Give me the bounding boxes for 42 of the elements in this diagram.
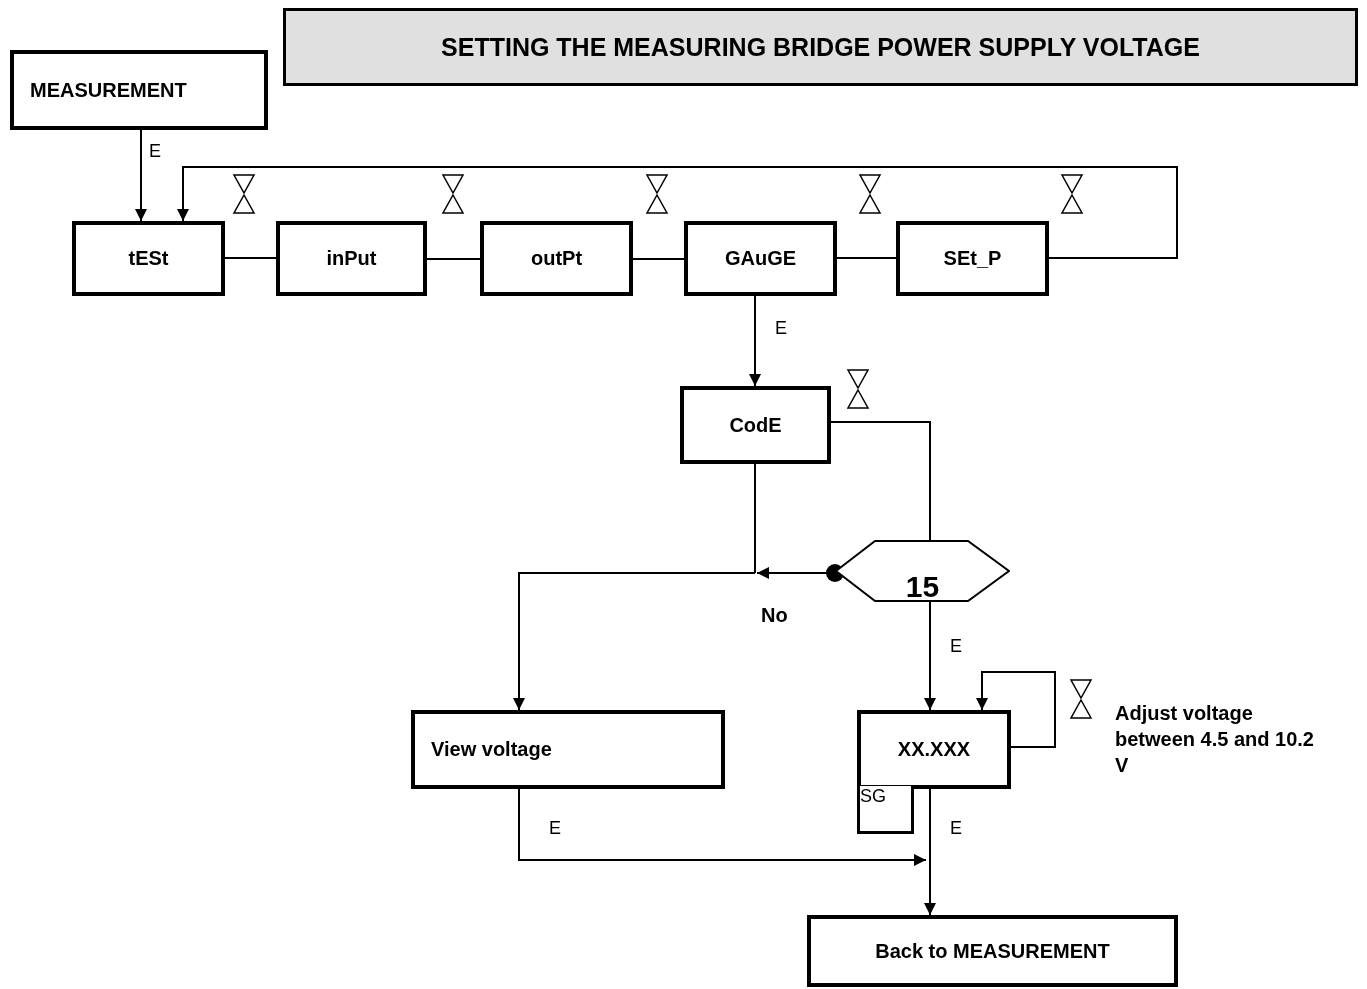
connector-line [224,257,277,259]
node-label: 15 [905,570,940,604]
arrow [924,601,936,711]
process-box [684,221,837,296]
title: SETTING THE MEASURING BRIDGE POWER SUPPLY VOLTAGE [441,32,1200,62]
arrow [756,564,844,582]
process-box [10,50,268,130]
decision-hexagon [835,540,1010,602]
node-label: GAuGE [724,247,797,270]
node-label: MEASUREMENT [30,78,187,102]
node-label: SG [860,786,886,807]
connector-line [836,257,897,259]
arrow [749,295,761,387]
connector-line [754,463,756,574]
process-box [680,386,831,464]
process-box [807,915,1178,987]
node-label: outPt [530,247,583,270]
connector-line [426,258,481,260]
arrow [135,129,147,222]
node-label: Back to MEASUREMENT [875,939,1110,963]
arrow [924,859,936,916]
node-label: SEt_P [943,247,1002,270]
process-box [480,221,633,296]
arrow [976,671,1056,748]
connector-line [518,788,927,866]
note: Adjust voltage between 4.5 and 10.2 V [1115,701,1315,778]
tag-box [857,786,914,834]
process-box [896,221,1049,296]
process-box [276,221,427,296]
node-label: View voltage [431,738,552,761]
connector-line [632,258,685,260]
node-label: inPut [326,247,377,270]
node-label: tESt [128,247,169,270]
arrow [513,572,756,711]
process-box [72,221,225,296]
connector-line [929,788,931,861]
node-label: CodE [729,413,782,437]
connector-line [830,421,931,541]
process-box [411,710,725,789]
arrow [177,166,1178,259]
node-label: XX.XXX [897,738,971,761]
process-box [857,710,1011,789]
